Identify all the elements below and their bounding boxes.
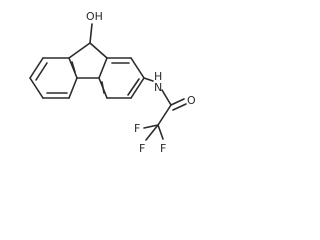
hydroxyl-label: OH: [86, 10, 103, 23]
chemical-structure: OH N H O F F F: [29, 10, 196, 155]
amide-hydrogen-label: H: [154, 70, 162, 83]
fluorine-label-2: F: [160, 142, 166, 155]
fluorine-label-3: F: [139, 142, 145, 155]
fluorine-label-1: F: [134, 122, 140, 135]
bond-skeleton: [29, 23, 187, 141]
amide-nitrogen-label: N: [154, 81, 162, 94]
carbonyl-oxygen-label: O: [187, 94, 196, 107]
